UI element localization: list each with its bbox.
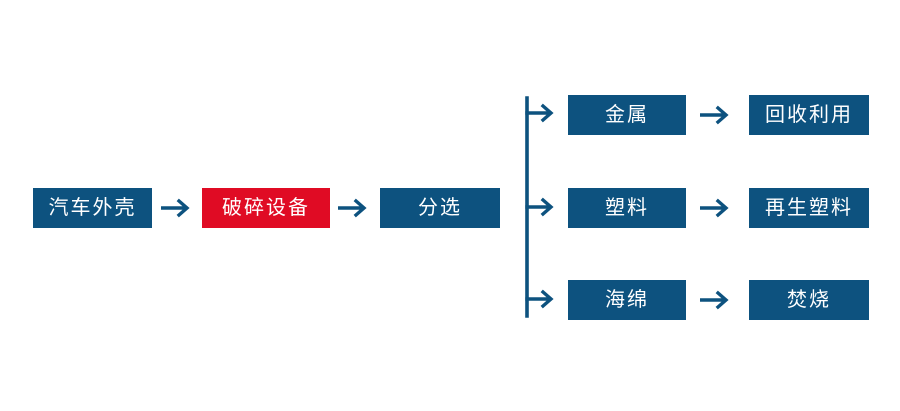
arrow-right-icon-metal-to-outcome: [700, 103, 734, 127]
node-sorting[interactable]: 分选: [380, 188, 500, 228]
node-outcome-incineration[interactable]: 焚烧: [749, 280, 869, 320]
node-material-sponge[interactable]: 海绵: [568, 280, 686, 320]
arrow-right-icon-input-to-shredder: [161, 196, 195, 220]
node-material-metal[interactable]: 金属: [568, 95, 686, 135]
node-outcome-regenerated-plastic[interactable]: 再生塑料: [749, 188, 869, 228]
arrow-right-icon-shredder-to-sorting: [338, 196, 372, 220]
node-input[interactable]: 汽车外壳: [33, 188, 152, 228]
node-outcome-recycle[interactable]: 回收利用: [749, 95, 869, 135]
node-material-plastic[interactable]: 塑料: [568, 188, 686, 228]
arrow-right-icon-sponge-to-outcome: [700, 288, 734, 312]
node-shredder[interactable]: 破碎设备: [202, 188, 330, 228]
branch-splitter-icon: [516, 96, 564, 318]
arrow-right-icon-plastic-to-outcome: [700, 196, 734, 220]
